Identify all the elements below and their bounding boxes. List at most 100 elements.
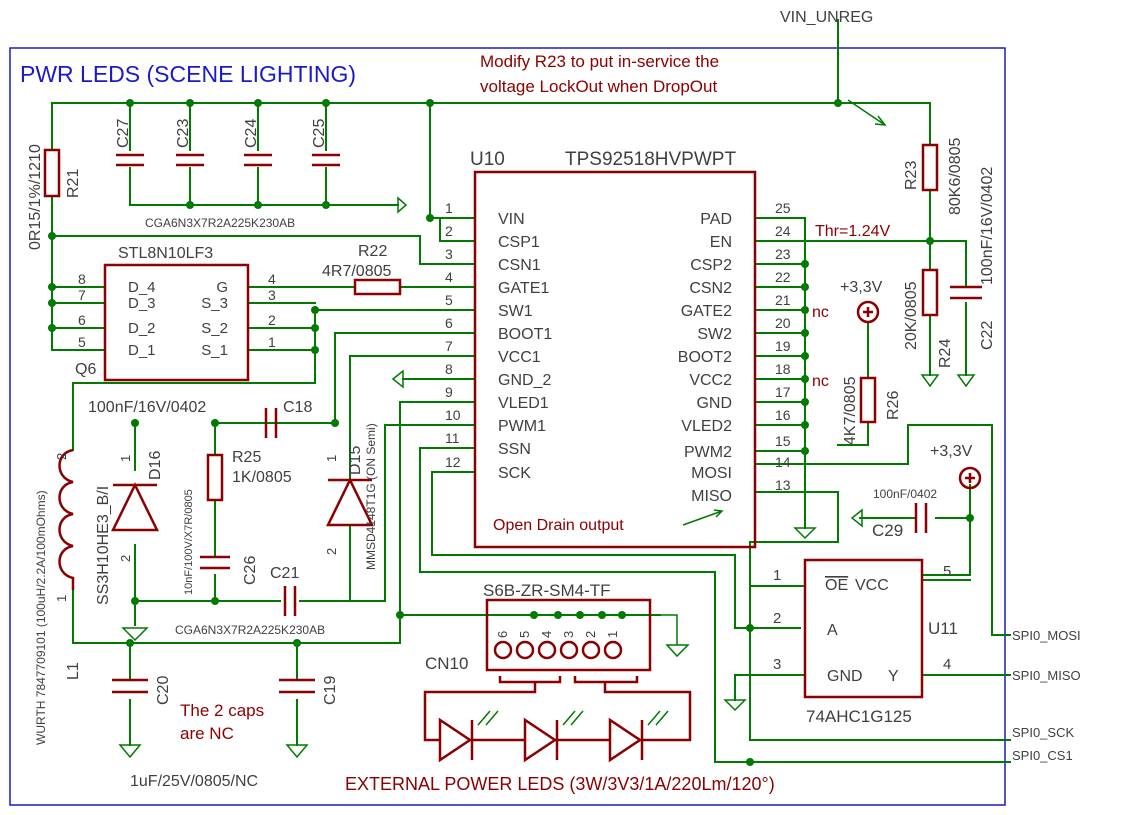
cn10-junction — [530, 611, 538, 619]
note-r23-line2: voltage LockOut when DropOut — [480, 77, 717, 96]
external-leds — [438, 710, 675, 763]
u11-oe: OE — [825, 577, 848, 594]
r21-ref: R21 — [65, 169, 82, 198]
gnd-symbols-r24 — [920, 374, 976, 388]
u10-pin-num: 9 — [445, 384, 453, 400]
u11-pin2: 2 — [773, 610, 781, 627]
u10-pin-name: PWM1 — [498, 418, 546, 435]
wires — [51, 19, 1011, 763]
net-spi0-miso: SPI0_MISO — [1012, 668, 1081, 683]
u10-pin-name: VLED2 — [681, 418, 732, 435]
u11-a: A — [827, 622, 838, 639]
c21-part: CGA6N3X7R2A225K230AB — [175, 623, 325, 637]
r22-value: 4R7/0805 — [322, 263, 391, 280]
q6-pin-num: 8 — [78, 271, 86, 287]
r23-body — [921, 143, 939, 192]
c18-body — [264, 408, 278, 438]
cn10-pin-num: 3 — [561, 631, 576, 638]
gnd-symbols-caps — [118, 744, 309, 759]
u10-pin-name: CSN1 — [498, 257, 541, 274]
q6-pin-num: 2 — [268, 312, 276, 328]
cn10-pin — [603, 640, 623, 660]
supply-symbol-1 — [856, 300, 880, 324]
u10-pin-num: 16 — [775, 407, 791, 423]
caps-note-line1: The 2 caps — [180, 701, 264, 720]
q6-pin-num: 7 — [78, 287, 86, 303]
u10-pin-name: SSN — [498, 441, 531, 458]
q6-pin-name: D_1 — [128, 342, 156, 359]
note-arrow — [847, 99, 887, 126]
c20-body — [112, 678, 148, 694]
u10-pin-num: 18 — [775, 361, 791, 377]
c18-ref: C18 — [283, 399, 312, 416]
r26-ref: R26 — [885, 391, 902, 420]
u10-pin-num: 17 — [775, 384, 791, 400]
gnd-arrow-u10 — [391, 369, 404, 389]
r22-body — [353, 278, 402, 296]
cn10-pin-num: 2 — [583, 631, 598, 638]
u10-pin-name: CSP2 — [690, 257, 732, 274]
u10-pin-name: CSN2 — [689, 280, 732, 297]
c18-value: 100nF/16V/0402 — [88, 399, 206, 416]
u10-pin-num: 19 — [775, 338, 791, 354]
u10-pin-name: VIN — [498, 211, 525, 228]
caps-top-part: CGA6N3X7R2A225K230AB — [145, 216, 295, 230]
cn10-part: S6B-ZR-SM4-TF — [483, 581, 611, 600]
u11-vcc: VCC — [855, 577, 889, 594]
cn10-pin — [581, 640, 601, 660]
leds-label: EXTERNAL POWER LEDS (3W/3V3/1A/220Lm/120… — [345, 774, 775, 794]
r25-value: 1K/0805 — [232, 469, 292, 486]
u10-pin-name: MOSI — [691, 465, 732, 482]
thr-label: Thr=1.24V — [815, 223, 890, 240]
l1-body — [58, 448, 75, 590]
cn10-pin — [493, 640, 513, 660]
u10-pin-num: 25 — [775, 200, 791, 216]
cn10-pin-num: 6 — [495, 631, 510, 638]
u10-pin-num: 7 — [445, 338, 453, 354]
u10-pin-num: 10 — [445, 407, 461, 423]
caps-value: 1uF/25V/0805/NC — [130, 773, 258, 790]
q6-pin-name: D_3 — [128, 295, 156, 312]
c19-ref: C19 — [322, 676, 339, 705]
q6-pin-name: S_2 — [201, 320, 228, 337]
u10-pin-num: 4 — [445, 269, 453, 285]
u10-pin-name: PWM2 — [684, 444, 732, 461]
u10-pin-num: 21 — [775, 292, 791, 308]
l1-pin1: 1 — [54, 595, 69, 602]
c21-body — [283, 586, 297, 616]
cap-c25 — [312, 153, 340, 167]
u10-pin-name: PAD — [700, 211, 732, 228]
cn10-pin-num: 1 — [605, 631, 620, 638]
d16-pin1: 1 — [118, 455, 133, 462]
u10-pin-name: CSP1 — [498, 234, 540, 251]
q6-pin-num: 5 — [78, 334, 86, 350]
u10-pin-name: MISO — [691, 488, 732, 505]
cn10-pin-num: 4 — [539, 631, 554, 638]
r25-body — [206, 453, 224, 502]
c22-body — [950, 285, 982, 300]
u10-pins: 1VIN2CSP13CSN14GATE15SW16BOOT17VCC18GND_… — [445, 200, 791, 505]
caps-note-line2: are NC — [180, 724, 234, 743]
u10-pin-num: 14 — [775, 454, 791, 470]
d16-body — [110, 482, 160, 532]
u10-pin-name: GATE2 — [681, 303, 732, 320]
led-1 — [438, 717, 474, 763]
u11-gnd: GND — [827, 668, 863, 685]
q6-pin-name: D_2 — [128, 320, 156, 337]
u11-pin5: 5 — [943, 563, 951, 580]
r24-value: 20K/0805 — [903, 281, 920, 350]
q6-body — [103, 263, 250, 382]
supply-symbol-2 — [958, 466, 982, 490]
c19-body — [279, 678, 315, 694]
c26-body — [200, 555, 230, 570]
u11-pin4: 4 — [943, 656, 951, 673]
cn10-pin-num: 5 — [517, 631, 532, 638]
q6-pin-num: 1 — [268, 334, 276, 350]
q6-pin-name: S_1 — [201, 342, 228, 359]
u10-pin-name: SW2 — [697, 326, 732, 343]
q6-part: STL8N10LF3 — [118, 245, 213, 262]
r26-body — [859, 376, 877, 424]
r25-ref: R25 — [232, 449, 261, 466]
